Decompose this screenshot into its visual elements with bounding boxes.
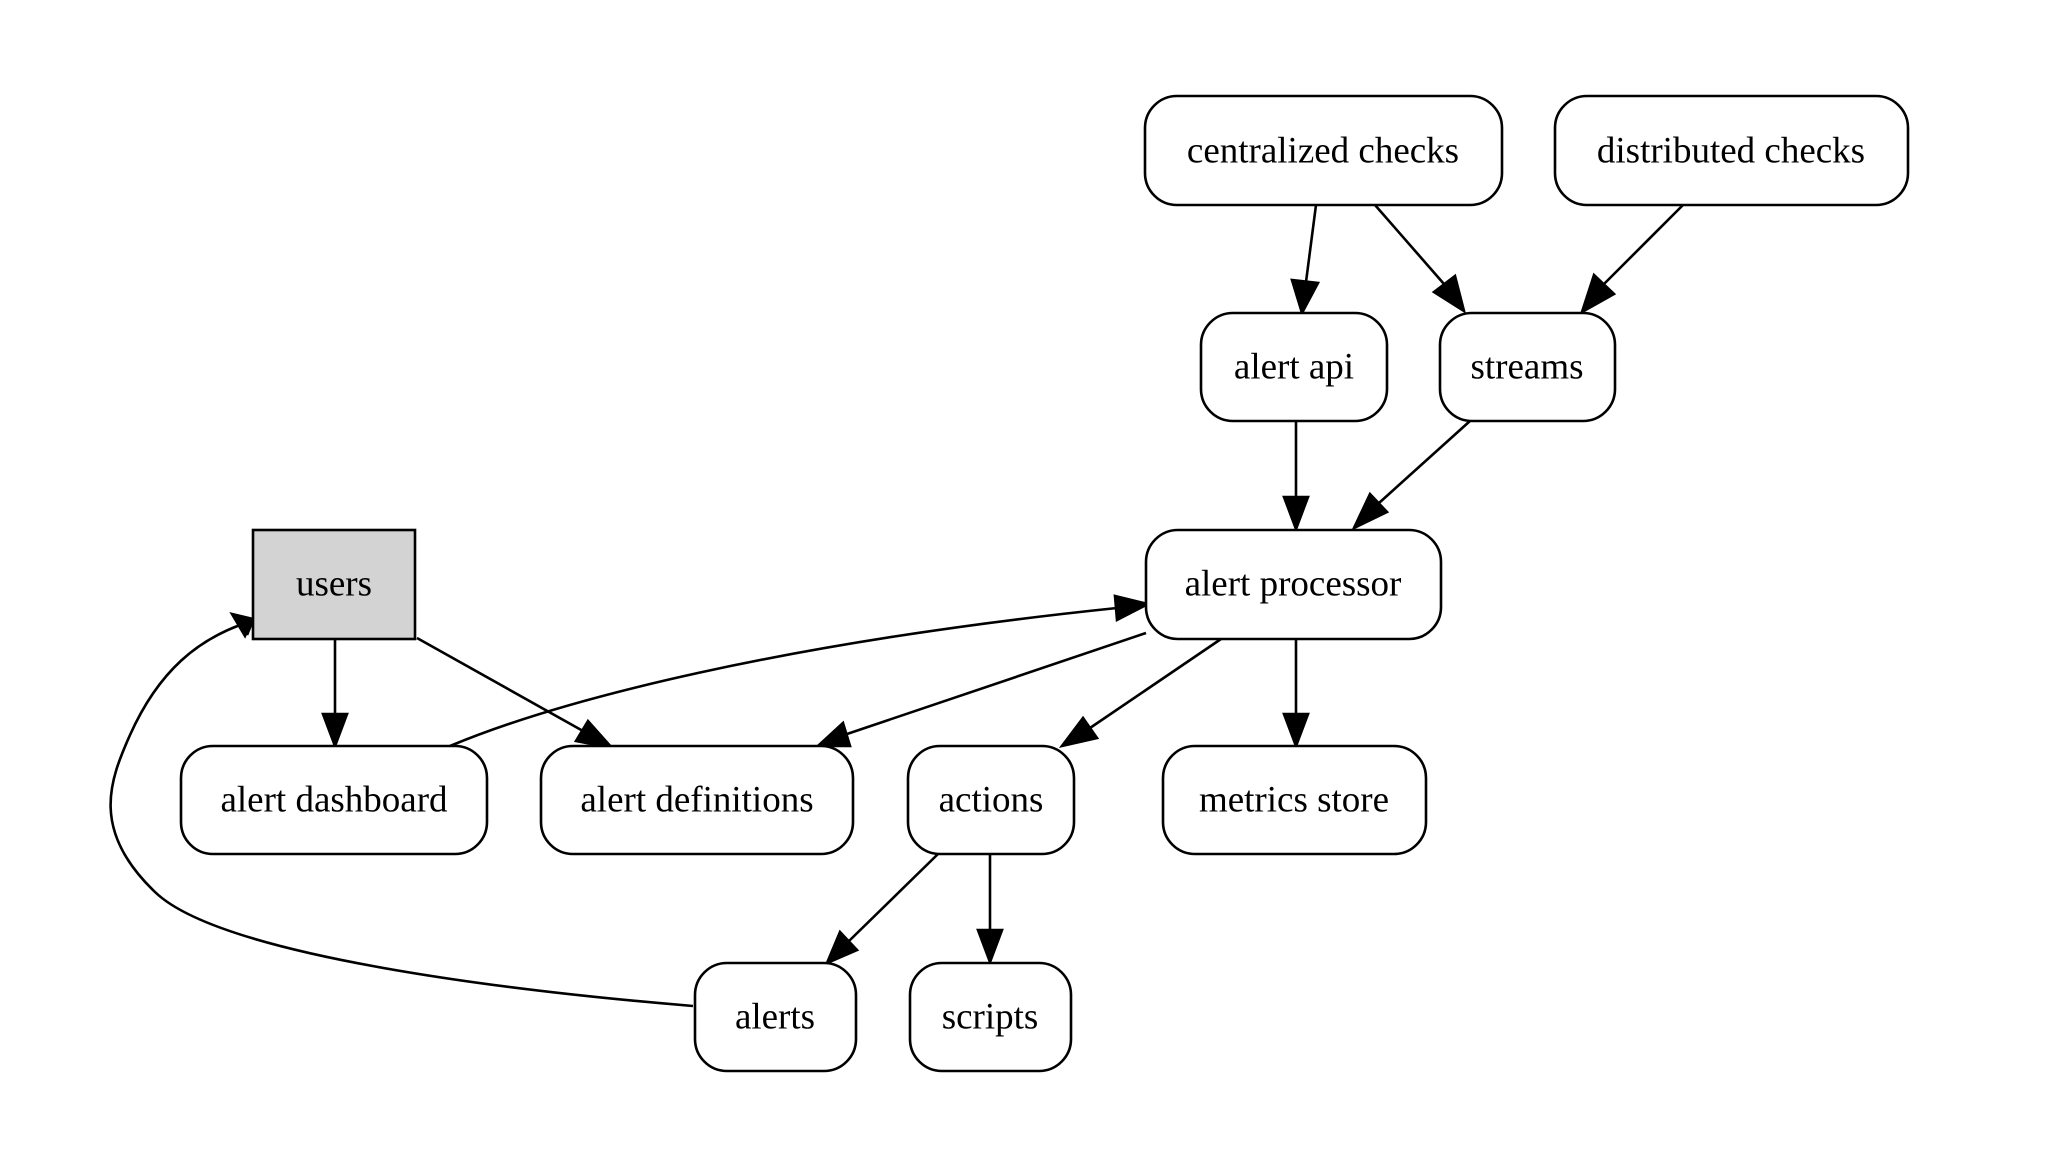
edge-alert-dashboard-to-alert-processor xyxy=(449,606,1118,748)
edge-centralized-checks-to-streams xyxy=(1374,204,1445,285)
node-distributed-checks[interactable]: distributed checks xyxy=(1553,94,1910,207)
node-label-alert-dashboard: alert dashboard xyxy=(220,780,448,821)
edge-actions-to-alerts xyxy=(848,853,939,942)
arrowhead-alert-processor-top xyxy=(1282,495,1310,533)
node-streams[interactable]: streams xyxy=(1438,311,1617,423)
node-users[interactable]: users xyxy=(251,528,417,641)
edge-centralized-checks-to-alert-api xyxy=(1304,204,1318,283)
node-label-scripts: scripts xyxy=(942,997,1039,1038)
arrowhead-metrics-store xyxy=(1282,712,1310,750)
node-label-streams: streams xyxy=(1470,347,1583,388)
edge-alerts-to-users xyxy=(109,623,694,1008)
node-label-alert-processor: alert processor xyxy=(1185,564,1402,605)
node-label-metrics-store: metrics store xyxy=(1199,780,1389,821)
node-actions[interactable]: actions xyxy=(906,744,1076,856)
arrowhead-streams-right xyxy=(1579,272,1617,315)
arrowhead-streams-left xyxy=(1431,273,1467,314)
arrowhead-alert-definitions-left xyxy=(573,718,616,751)
node-label-users: users xyxy=(296,564,372,605)
node-centralized-checks[interactable]: centralized checks xyxy=(1143,94,1504,207)
node-alert-api[interactable]: alert api xyxy=(1199,311,1389,423)
edge-alert-processor-to-alert-definitions xyxy=(846,631,1147,736)
node-label-alert-definitions: alert definitions xyxy=(580,780,813,821)
arrowhead-users-tip xyxy=(229,612,255,639)
nodes-layer: centralized checks distributed checks al… xyxy=(179,94,1910,1073)
arrowhead-alert-processor-left xyxy=(1113,594,1152,623)
arrowhead-alert-api xyxy=(1290,278,1321,317)
arrowhead-alert-dashboard xyxy=(321,712,349,750)
node-label-alert-api: alert api xyxy=(1234,347,1354,388)
node-alert-definitions[interactable]: alert definitions xyxy=(539,744,855,856)
arrowhead-actions xyxy=(1058,715,1100,749)
node-label-distributed-checks: distributed checks xyxy=(1597,131,1865,172)
arrowhead-scripts xyxy=(976,928,1004,966)
arrowhead-alert-definitions-right xyxy=(814,720,852,748)
node-scripts[interactable]: scripts xyxy=(908,961,1073,1073)
arrowhead-alerts xyxy=(824,929,860,966)
edge-alert-processor-to-actions xyxy=(1089,637,1222,730)
edges-layer xyxy=(109,204,1684,1008)
node-alert-processor[interactable]: alert processor xyxy=(1144,528,1443,641)
node-label-centralized-checks: centralized checks xyxy=(1187,131,1459,172)
node-alert-dashboard[interactable]: alert dashboard xyxy=(179,744,489,856)
arrowhead-alert-processor-right xyxy=(1351,491,1390,531)
node-metrics-store[interactable]: metrics store xyxy=(1161,744,1428,856)
node-alerts[interactable]: alerts xyxy=(693,961,858,1073)
edge-distributed-checks-to-streams xyxy=(1603,204,1684,285)
node-label-actions: actions xyxy=(939,780,1044,821)
edge-streams-to-alert-processor xyxy=(1378,420,1471,504)
edge-users-to-alert-definitions xyxy=(416,636,584,733)
node-label-alerts: alerts xyxy=(735,997,815,1038)
